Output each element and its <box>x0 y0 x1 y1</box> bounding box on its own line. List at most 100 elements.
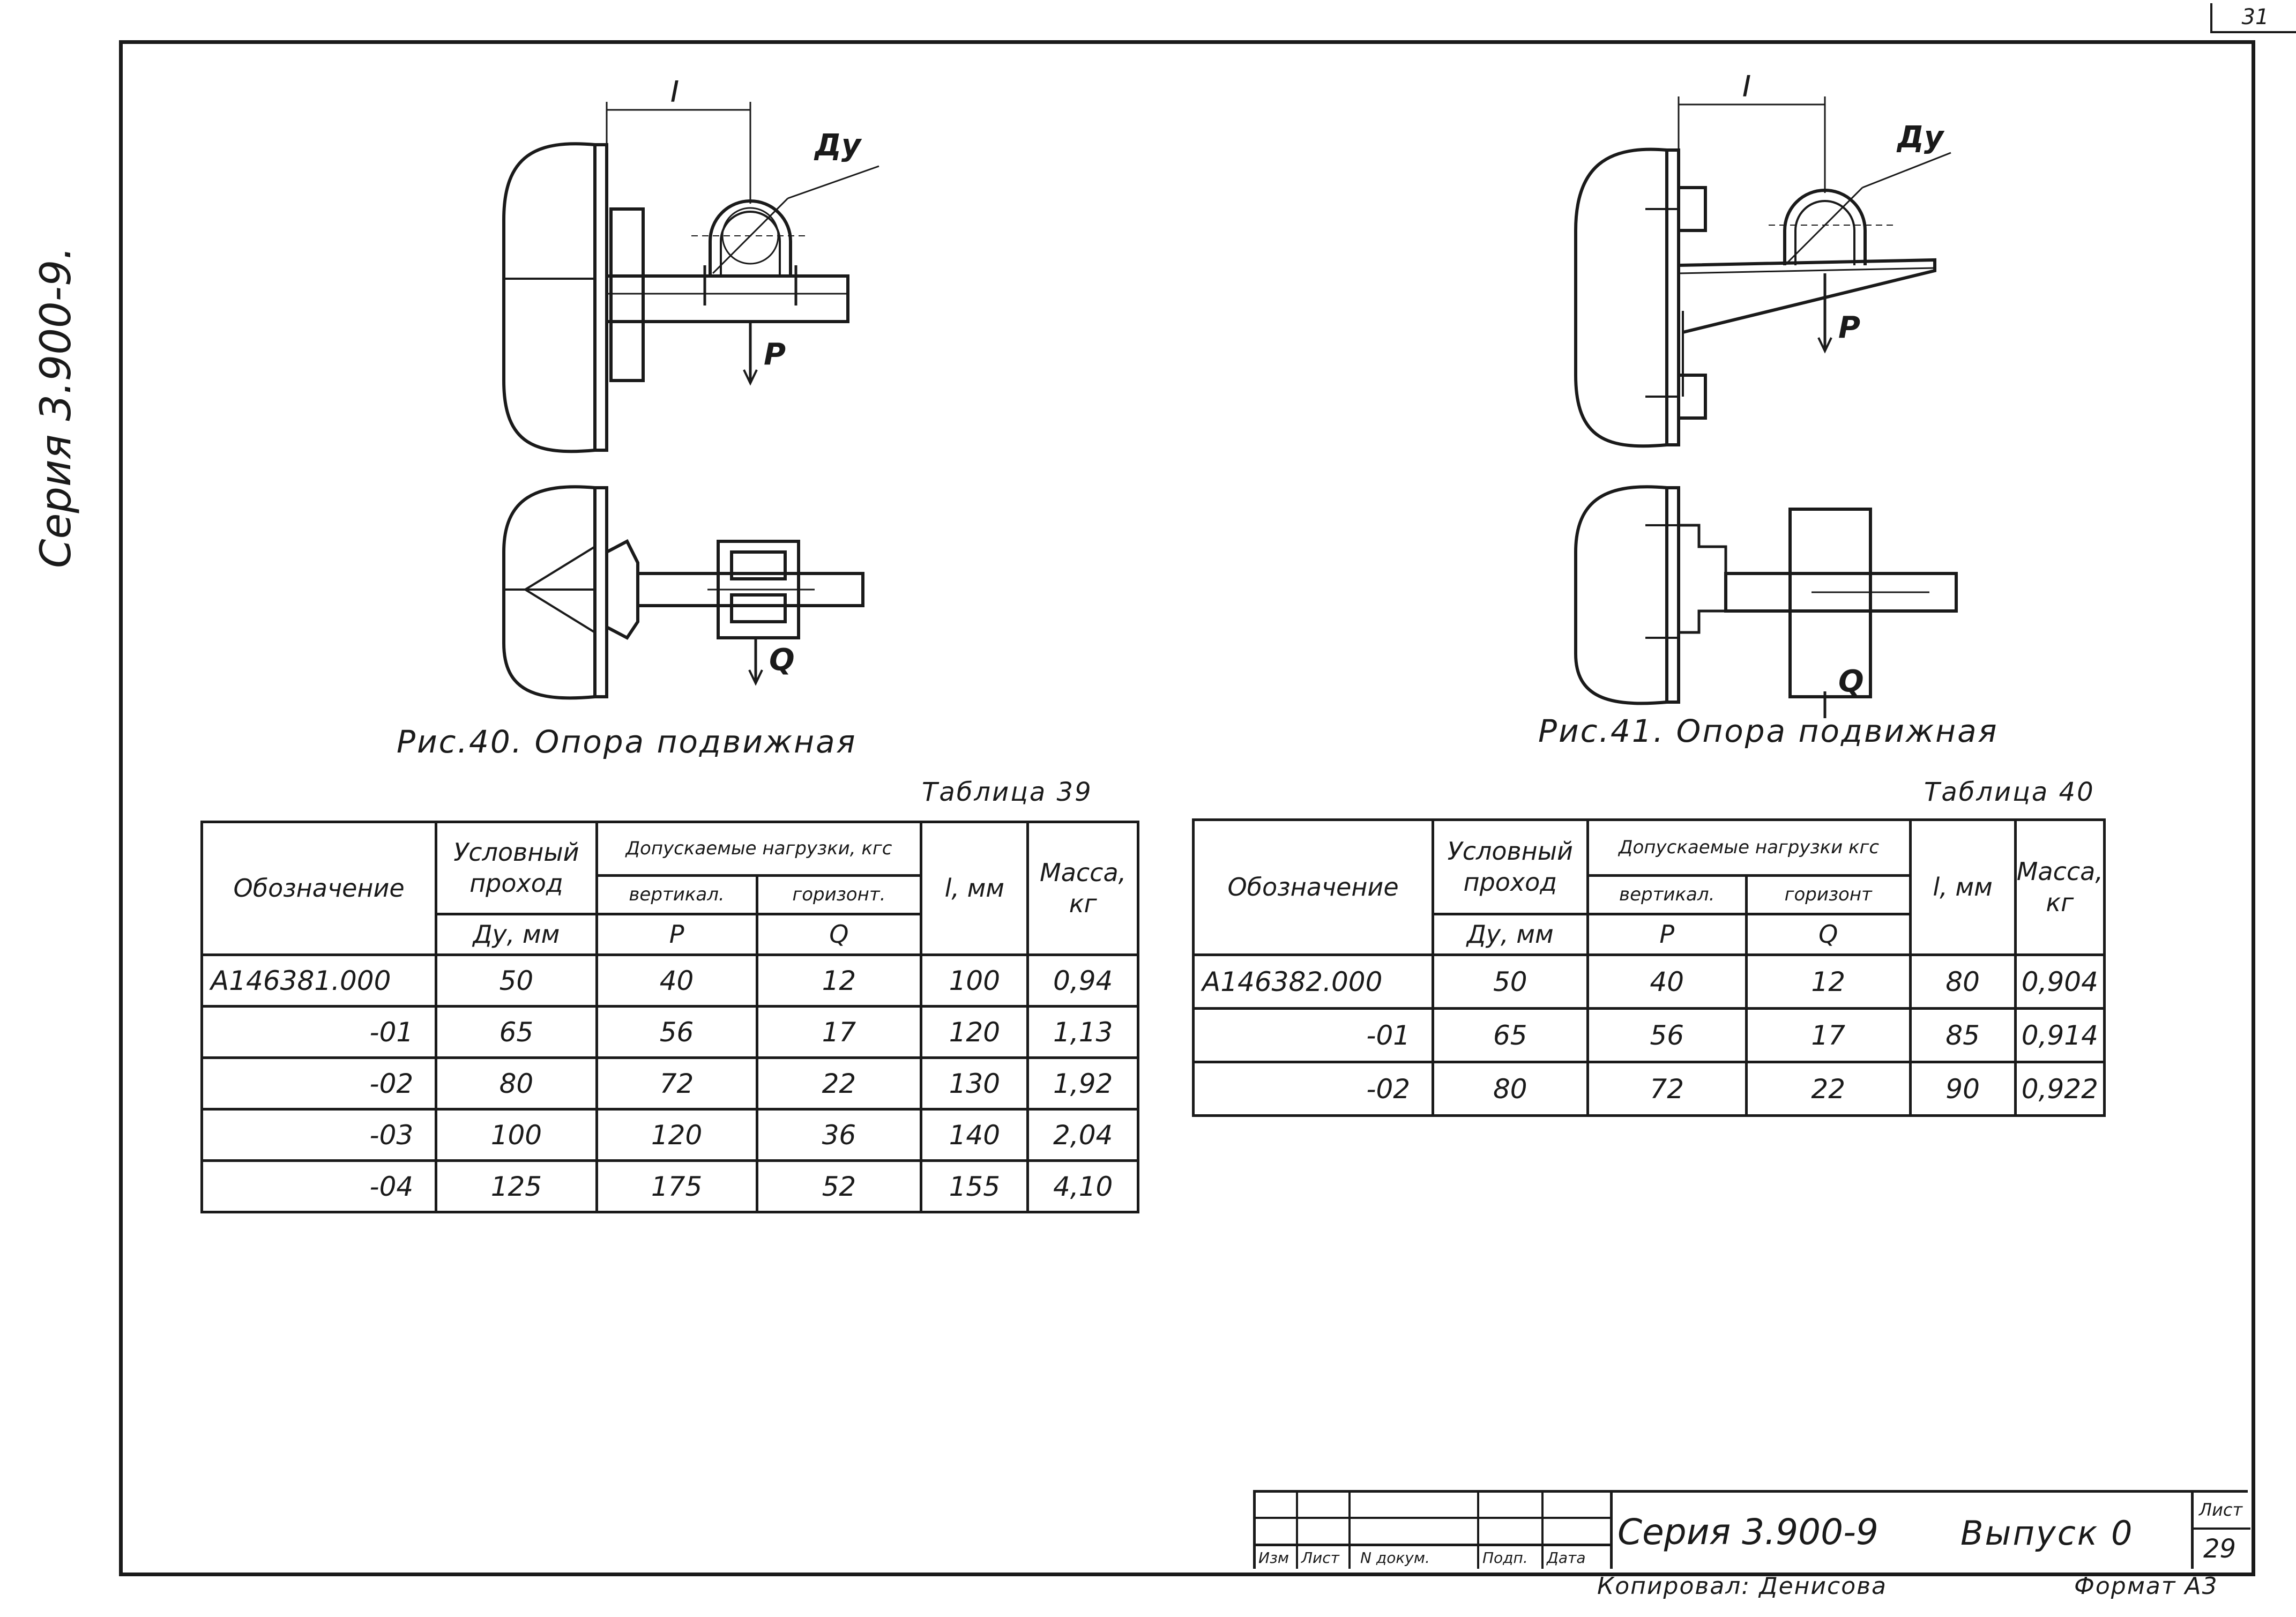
table-row: -01 65 56 17 85 0,914 <box>1191 1007 2106 1063</box>
table39-caption: Таблица 39 <box>922 777 1093 807</box>
mass-cell: 4,10 <box>1026 1159 1139 1213</box>
table40-header-horizontal: горизонт <box>1745 874 1912 915</box>
figure-40-drawing: l Ду P Q <box>502 80 879 700</box>
mass-cell: 1,92 <box>1026 1056 1139 1111</box>
stamp-sheet-box: Лист 29 <box>2191 1490 2250 1569</box>
designation-cell: -01 <box>1191 1007 1435 1063</box>
p-cell: 56 <box>1586 1007 1748 1063</box>
table-39: Обозначение Условный проход Допускаемые … <box>200 821 1139 1213</box>
l-cell: 130 <box>920 1056 1030 1111</box>
table39-header-l: l, мм <box>920 821 1030 956</box>
mass-cell: 1,13 <box>1026 1005 1139 1059</box>
dn-cell: 65 <box>1432 1007 1589 1063</box>
table-row: -01 65 56 17 120 1,13 <box>200 1005 1139 1059</box>
title-block: Изм Лист N докум. Подп. Дата Серия 3.900… <box>1253 1490 2250 1569</box>
fig41-caption: Рис.41. Опора подвижная <box>1538 713 1999 749</box>
table-row: -04 125 175 52 155 4,10 <box>200 1159 1139 1213</box>
sheet-format: Формат А3 <box>2074 1573 2218 1600</box>
stamp-series: Серия 3.900-9 <box>1617 1511 1878 1553</box>
table-row: А146381.000 50 40 12 100 0,94 <box>200 953 1139 1008</box>
fig41-load-p: P <box>1838 310 1860 345</box>
table39-header-vertical: вертикал. <box>595 874 758 915</box>
fig41-dn-label: Ду <box>1896 120 1945 155</box>
table39-header-designation: Обозначение <box>200 821 438 956</box>
q-cell: 12 <box>755 953 923 1008</box>
fig40-load-p: P <box>764 337 786 372</box>
table40-header-loads: Допускаемые нагрузки кгс <box>1586 818 1912 877</box>
p-cell: 56 <box>595 1005 758 1059</box>
stamp-sheet-label: Лист <box>2199 1500 2243 1520</box>
designation-cell: А146382.000 <box>1191 953 1435 1010</box>
figure-41-drawing: l Ду P Q <box>1574 75 1958 718</box>
drawing-frame <box>119 40 2255 1576</box>
fig40-load-q: Q <box>769 643 795 677</box>
table40-header-nominal: Условный проход <box>1432 818 1589 915</box>
fig40-dim-l: l <box>670 80 680 110</box>
table40-header-q: Q <box>1745 913 1912 956</box>
stamp-col-sign: Подп. <box>1482 1549 1528 1567</box>
mass-cell: 0,904 <box>2014 953 2106 1010</box>
q-cell: 36 <box>755 1108 923 1162</box>
p-cell: 175 <box>595 1159 758 1213</box>
l-cell: 85 <box>1909 1007 2017 1063</box>
q-cell: 17 <box>755 1005 923 1059</box>
p-cell: 120 <box>595 1108 758 1162</box>
l-cell: 90 <box>1909 1061 2017 1117</box>
table39-header-nominal-unit: Ду, мм <box>435 913 598 956</box>
designation-cell: -01 <box>200 1005 438 1059</box>
fig40-caption: Рис.40. Опора подвижная <box>397 724 857 760</box>
mass-cell: 0,94 <box>1026 953 1139 1008</box>
table40-caption: Таблица 40 <box>1924 777 2095 807</box>
stamp-sheet-number: 29 <box>2203 1534 2237 1564</box>
designation-cell: А146381.000 <box>200 953 438 1008</box>
table39-header-nominal: Условный проход <box>435 821 598 915</box>
designation-cell: -04 <box>200 1159 438 1213</box>
side-series-label: Серия 3.900-9. <box>32 246 80 568</box>
fig41-dim-l: l <box>1742 75 1751 105</box>
mass-cell: 2,04 <box>1026 1108 1139 1162</box>
dn-cell: 65 <box>435 1005 598 1059</box>
stamp-col-izm: Изм <box>1258 1549 1289 1567</box>
table-row: -03 100 120 36 140 2,04 <box>200 1108 1139 1162</box>
p-cell: 40 <box>1586 953 1748 1010</box>
dn-cell: 50 <box>435 953 598 1008</box>
q-cell: 12 <box>1745 953 1912 1010</box>
stamp-col-list: Лист <box>1301 1549 1339 1567</box>
l-cell: 120 <box>920 1005 1030 1059</box>
table39-header-q: Q <box>755 913 923 956</box>
l-cell: 100 <box>920 953 1030 1008</box>
table-row: -02 80 72 22 90 0,922 <box>1191 1061 2106 1117</box>
corner-sheet-number: 31 <box>2210 3 2296 33</box>
fig41-load-q: Q <box>1838 664 1864 699</box>
table40-header-mass: Масса, кг <box>2014 818 2106 956</box>
designation-cell: -02 <box>1191 1061 1435 1117</box>
table39-header-mass: Масса, кг <box>1026 821 1139 956</box>
stamp-col-date: Дата <box>1547 1549 1586 1567</box>
q-cell: 22 <box>1745 1061 1912 1117</box>
table40-header-designation: Обозначение <box>1191 818 1435 956</box>
q-cell: 17 <box>1745 1007 1912 1063</box>
designation-cell: -02 <box>200 1056 438 1111</box>
table-row: А146382.000 50 40 12 80 0,904 <box>1191 953 2106 1010</box>
l-cell: 140 <box>920 1108 1030 1162</box>
stamp-col-doc: N докум. <box>1360 1549 1430 1567</box>
table39-header-horizontal: горизонт. <box>755 874 923 915</box>
table-40: Обозначение Условный проход Допускаемые … <box>1191 818 2106 1117</box>
mass-cell: 0,914 <box>2014 1007 2106 1063</box>
p-cell: 40 <box>595 953 758 1008</box>
table39-header-loads: Допускаемые нагрузки, кгс <box>595 821 923 877</box>
l-cell: 155 <box>920 1159 1030 1213</box>
dn-cell: 80 <box>435 1056 598 1111</box>
dn-cell: 100 <box>435 1108 598 1162</box>
fig40-dn-label: Ду <box>814 128 862 163</box>
revision-grid <box>1253 1490 1612 1569</box>
dn-cell: 80 <box>1432 1061 1589 1117</box>
l-cell: 80 <box>1909 953 2017 1010</box>
table40-header-p: P <box>1586 913 1748 956</box>
q-cell: 52 <box>755 1159 923 1213</box>
table40-header-nominal-unit: Ду, мм <box>1432 913 1589 956</box>
dn-cell: 50 <box>1432 953 1589 1010</box>
stamp-issue: Выпуск 0 <box>1960 1514 2134 1553</box>
table-row: -02 80 72 22 130 1,92 <box>200 1056 1139 1111</box>
p-cell: 72 <box>595 1056 758 1111</box>
